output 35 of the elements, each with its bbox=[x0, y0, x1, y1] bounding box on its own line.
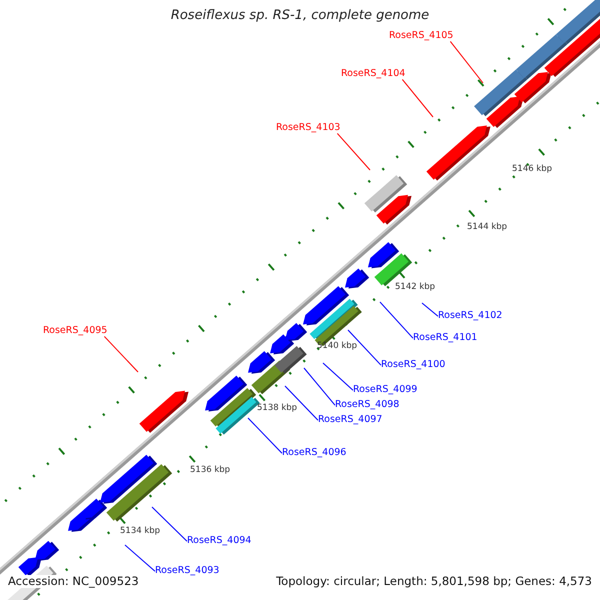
scale-label: 5146 kbp bbox=[512, 165, 552, 174]
scale-label: 5134 kbp bbox=[120, 527, 160, 536]
gene-label: RoseRS_4102 bbox=[438, 311, 502, 322]
leader-line bbox=[304, 368, 336, 406]
leader-line bbox=[450, 40, 484, 84]
gene-label: RoseRS_4104 bbox=[341, 69, 406, 80]
leader-line bbox=[322, 362, 354, 391]
leader-line bbox=[152, 506, 188, 542]
gene-label: RoseRS_4100 bbox=[381, 360, 446, 370]
leader-line bbox=[336, 132, 370, 170]
diagram-title: Roseiflexus sp. RS-1, complete genome bbox=[170, 9, 430, 24]
gene-label: RoseRS_4105 bbox=[389, 31, 454, 42]
leader-line bbox=[284, 386, 318, 421]
genome-info-text: Topology: circular; Length: 5,801,598 bp; Genes: 4,573 bbox=[276, 575, 592, 588]
scale-label: 5144 kbp bbox=[467, 223, 508, 232]
gene-label: RoseRS_4103 bbox=[276, 123, 340, 134]
leader-line bbox=[124, 544, 156, 572]
gene-label: RoseRS_4101 bbox=[413, 333, 478, 344]
gene-label: RoseRS_4093 bbox=[155, 566, 220, 576]
gene-label: RoseRS_4094 bbox=[187, 536, 252, 546]
leader-line bbox=[348, 330, 382, 366]
accession-text: Accession: NC_009523 bbox=[8, 575, 139, 588]
leader-line bbox=[380, 302, 414, 339]
gene-label: RoseRS_4098 bbox=[335, 400, 400, 410]
scale-label: 5142 kbp bbox=[395, 283, 436, 292]
gene-label: RoseRS_4095 bbox=[43, 326, 108, 336]
scale-label: 5138 kbp bbox=[257, 404, 298, 414]
leader-line bbox=[402, 78, 434, 118]
leader-line bbox=[248, 418, 282, 454]
scale-label: 5136 kbp bbox=[190, 466, 230, 476]
leader-line bbox=[422, 302, 438, 317]
gene-label: RoseRS_4099 bbox=[353, 385, 418, 396]
leader-line bbox=[104, 336, 138, 372]
gene-label: RoseRS_4096 bbox=[282, 448, 346, 458]
gene-label: RoseRS_4097 bbox=[318, 415, 382, 426]
